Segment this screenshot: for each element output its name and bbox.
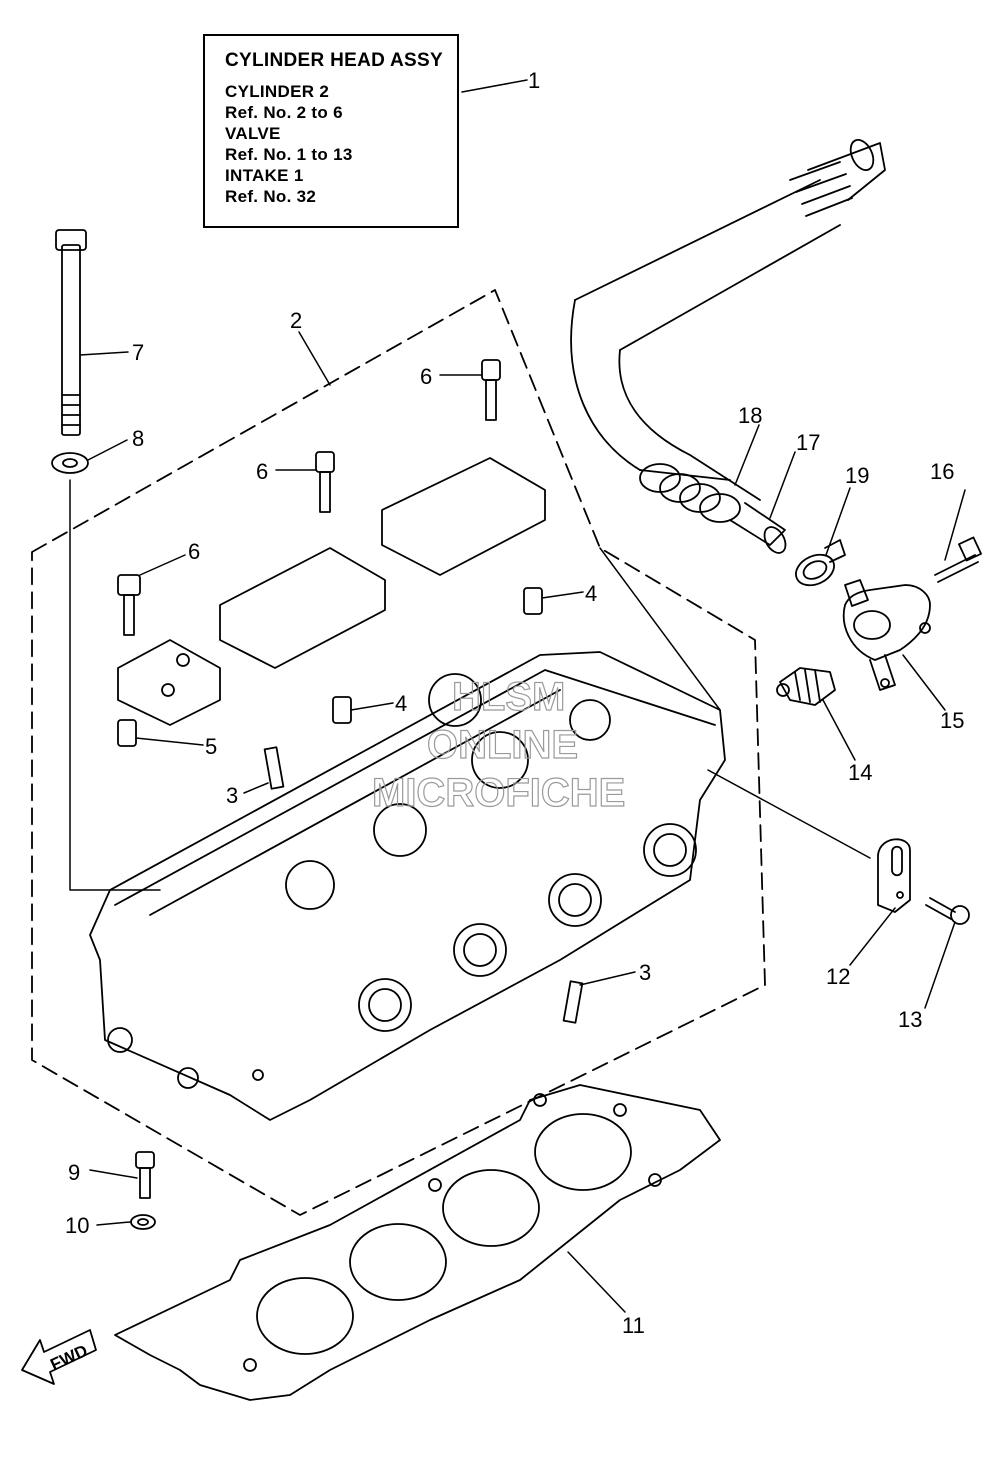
intake-hose-part xyxy=(570,138,886,554)
callout-label: 3 xyxy=(639,960,651,985)
legend-title: CYLINDER HEAD ASSY xyxy=(225,50,443,71)
fwd-arrow-icon xyxy=(21,1329,97,1385)
callout-label: 14 xyxy=(848,760,872,785)
callout-label: 16 xyxy=(930,459,954,484)
legend-line: CYLINDER 2 xyxy=(225,82,330,101)
callout-label: 4 xyxy=(585,581,597,606)
callout-label: 4 xyxy=(395,691,407,716)
callout-label: 10 xyxy=(65,1213,89,1238)
bolt-6-part xyxy=(117,359,501,636)
callout-label: 19 xyxy=(845,463,869,488)
callout-label: 9 xyxy=(68,1160,80,1185)
callout-label: 7 xyxy=(132,340,144,365)
watermark-line: MICROFICHE xyxy=(372,771,625,815)
callout-label: 6 xyxy=(256,459,268,484)
watermark: HLSM ONLINE MICROFICHE xyxy=(371,674,626,815)
callout-label: 6 xyxy=(420,364,432,389)
legend-line: Ref. No. 32 xyxy=(225,187,317,206)
legend-line: INTAKE 1 xyxy=(225,166,304,185)
callout-label: 18 xyxy=(738,403,762,428)
bolt-16-part xyxy=(934,536,982,583)
callout-label: 12 xyxy=(826,964,850,989)
callout-label: 13 xyxy=(898,1007,922,1032)
legend-box: CYLINDER HEAD ASSY CYLINDER 2 Ref. No. 2… xyxy=(203,34,459,228)
legend-line: Ref. No. 2 to 6 xyxy=(225,103,343,122)
callout-label: 3 xyxy=(226,783,238,808)
hose-clamp-part xyxy=(795,539,846,587)
callout-label: 8 xyxy=(132,426,144,451)
bolt-9-part xyxy=(130,1151,156,1230)
callout-label: 2 xyxy=(290,308,302,333)
callout-label: 11 xyxy=(622,1313,645,1338)
callout-label: 6 xyxy=(188,539,200,564)
callout-label: 15 xyxy=(940,708,964,733)
legend-line: VALVE xyxy=(225,124,281,143)
long-bolt-7-part xyxy=(51,229,89,474)
cylinder-head-body-part xyxy=(89,651,726,1121)
bracket-12-part xyxy=(877,838,911,913)
watermark-line: ONLINE xyxy=(427,723,578,767)
leader-lines xyxy=(69,79,966,1313)
valve-guide-part xyxy=(263,746,584,1024)
camshaft-cap-part xyxy=(117,457,546,726)
watermark-line: HLSM xyxy=(452,675,565,719)
callout-label: 17 xyxy=(796,430,820,455)
head-gasket-part xyxy=(114,1084,721,1401)
legend-line: Ref. No. 1 to 13 xyxy=(225,145,353,164)
bolt-13-part xyxy=(925,897,970,925)
callout-label: 1 xyxy=(528,68,540,93)
callout-labels: 1 2 3 3 4 4 5 6 6 6 7 8 9 10 11 12 13 14… xyxy=(65,68,964,1338)
fwd-label: FWD xyxy=(47,1341,90,1375)
thermostat-part xyxy=(776,667,836,706)
thermostat-housing-part xyxy=(842,579,931,691)
callout-label: 5 xyxy=(205,734,217,759)
assembly-boundary xyxy=(31,289,766,1216)
